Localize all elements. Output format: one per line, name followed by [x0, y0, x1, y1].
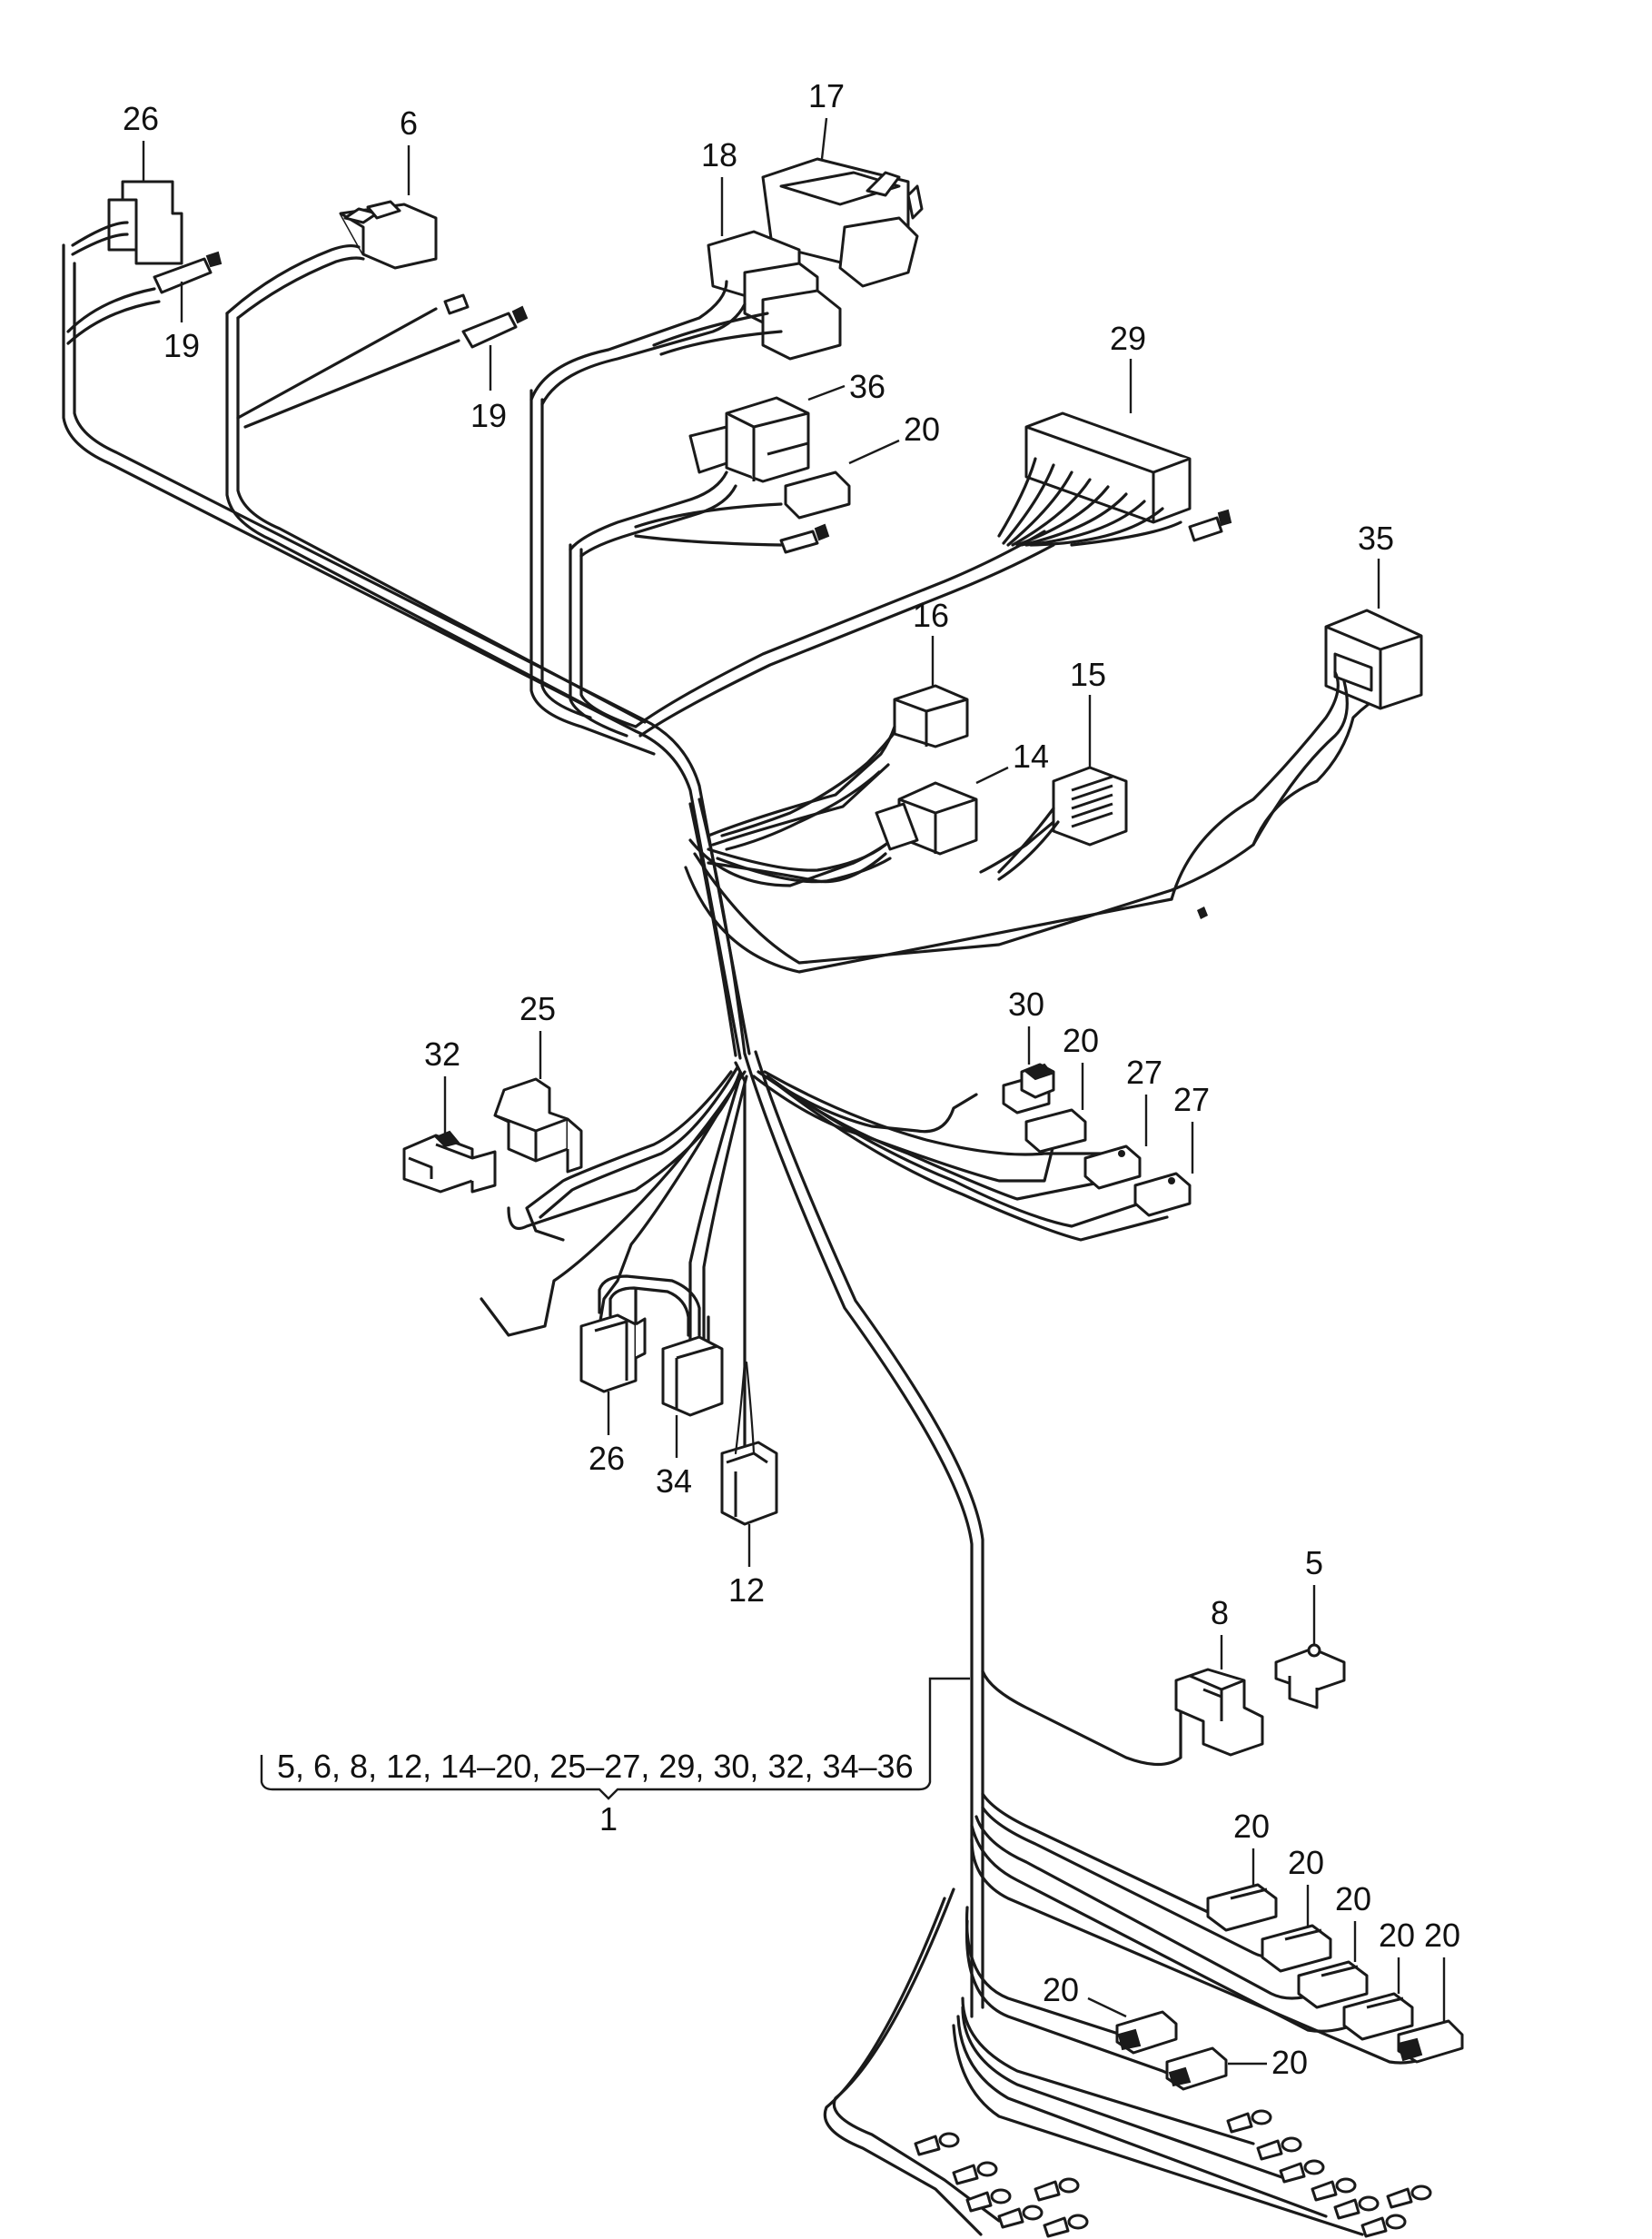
- clip-5: [1274, 1643, 1346, 1709]
- bottom-ring-terminals: [914, 2109, 1432, 2238]
- callout-19-mid: 19: [470, 397, 507, 434]
- callout-20-right: 20: [1063, 1022, 1099, 1059]
- terminal-19-left: [153, 251, 223, 294]
- terminal-20-lower-5: [1397, 2019, 1464, 2064]
- callout-19-left: 19: [163, 327, 200, 364]
- connector-15: [997, 766, 1128, 881]
- connector-30: [1002, 1063, 1055, 1115]
- connector-25: [493, 1077, 583, 1174]
- callout-20-lower-5: 20: [1424, 1917, 1460, 1954]
- connector-8: [1174, 1668, 1264, 1757]
- terminal-27-a: [1083, 1144, 1142, 1190]
- connector-36: [569, 396, 810, 558]
- callout-36: 36: [849, 368, 885, 405]
- terminal-20-lower-2: [1261, 1924, 1332, 1973]
- callout-15: 15: [1070, 656, 1106, 693]
- terminal-20-right: [1024, 1108, 1087, 1154]
- connector-26-top: [66, 180, 183, 345]
- legend-bracket: 5, 6, 8, 12, 14–20, 25–27, 29, 30, 32, 3…: [260, 1677, 970, 1838]
- connector-16: [707, 684, 969, 847]
- connector-32: [402, 1130, 497, 1194]
- callout-20-lower-4: 20: [1379, 1917, 1415, 1954]
- connector-12: [720, 1361, 778, 1526]
- terminal-upper-small: [634, 523, 830, 554]
- legend-included-items: 5, 6, 8, 12, 14–20, 25–27, 29, 30, 32, 3…: [277, 1748, 914, 1785]
- callout-12: 12: [728, 1571, 765, 1609]
- callout-26-top: 26: [123, 100, 159, 137]
- terminal-20-upper: [634, 471, 851, 529]
- leader-lines: [142, 117, 1446, 2066]
- callout-5: 5: [1305, 1544, 1323, 1581]
- callout-20-lower-6: 20: [1043, 1971, 1079, 2008]
- main-trunk: [62, 243, 1446, 2236]
- callout-20-lower-3: 20: [1335, 1880, 1371, 1917]
- connector-34: [661, 1335, 724, 1417]
- terminal-20-lower-7: [1165, 2046, 1228, 2091]
- connector-29: [634, 411, 1232, 738]
- terminal-20-lower-6: [1115, 2010, 1178, 2055]
- switch-17-18: [529, 157, 924, 406]
- callout-8: 8: [1211, 1594, 1229, 1631]
- terminal-20-lower-4: [1342, 1992, 1414, 2041]
- callout-20-lower-2: 20: [1288, 1844, 1324, 1881]
- callout-27-b: 27: [1173, 1081, 1210, 1118]
- callout-20-upper: 20: [904, 411, 940, 448]
- callout-32: 32: [424, 1035, 460, 1073]
- callout-25: 25: [519, 990, 556, 1027]
- callout-14: 14: [1013, 738, 1049, 775]
- callout-27-a: 27: [1126, 1054, 1162, 1091]
- legend-assembly-number: 1: [599, 1800, 618, 1838]
- callout-26-bottom: 26: [589, 1440, 625, 1477]
- callout-17: 17: [808, 77, 845, 114]
- terminal-20-lower-3: [1297, 1960, 1369, 2009]
- callout-16: 16: [913, 597, 949, 634]
- callout-18: 18: [701, 136, 737, 173]
- callout-34: 34: [656, 1462, 692, 1500]
- connector-14: [707, 781, 978, 884]
- callout-6: 6: [400, 104, 418, 142]
- speck-mark: [1197, 906, 1208, 919]
- callout-29: 29: [1110, 320, 1146, 357]
- callout-30: 30: [1008, 986, 1044, 1023]
- terminal-19-mid: [236, 293, 529, 429]
- connector-6: [225, 200, 438, 320]
- callout-20-lower-7: 20: [1271, 2044, 1308, 2081]
- callouts: 26 6 17 18 19 19 36 20 29 35 16 15 14 25…: [123, 77, 1460, 2081]
- terminal-20-lower-1: [1206, 1883, 1278, 1932]
- connector-35: [1170, 609, 1423, 901]
- callout-35: 35: [1358, 520, 1394, 557]
- terminal-27-b: [1133, 1172, 1192, 1217]
- connector-26-bottom: [579, 1274, 701, 1393]
- callout-20-lower-1: 20: [1233, 1808, 1270, 1845]
